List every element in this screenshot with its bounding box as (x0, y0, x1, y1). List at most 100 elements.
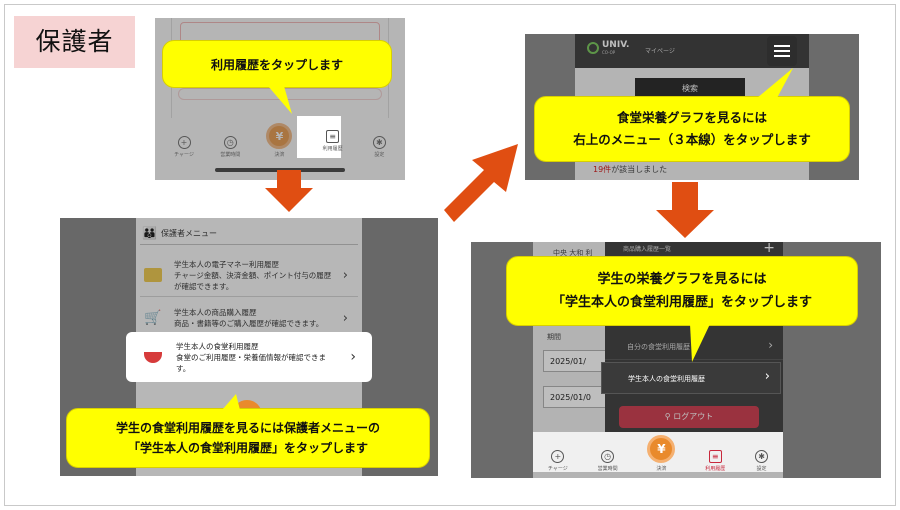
logout-label: ログアウト (673, 412, 714, 421)
arrow-diagonal (444, 144, 518, 222)
menu-item-student-dining[interactable]: 学生本人の食堂利用履歴 › (601, 362, 781, 394)
slide-menu-header: 商品購入履歴一覧 (623, 244, 671, 253)
tab-charge[interactable]: + チャージ (548, 450, 568, 472)
chevron-right-icon: › (350, 349, 356, 365)
menu-item-purchase[interactable]: 🛒 学生本人の商品購入履歴商品・書籍等のご購入履歴が確認できます。 › (144, 300, 362, 336)
result-line: 19件が該当しました (593, 164, 667, 175)
mypage-link[interactable]: マイページ (645, 48, 675, 55)
step2-callout-tail (222, 394, 240, 410)
tab-pay-label: 決済 (656, 466, 667, 472)
univ-coop-logo: UNIV. CO-OP (587, 40, 629, 55)
tab-hours[interactable]: ◷ 営業時間 (220, 136, 240, 158)
family-icon: 👪 (142, 226, 157, 240)
menu-divider (140, 244, 358, 245)
tab-settings[interactable]: ✱ 設定 (755, 450, 769, 472)
menu-divider-2 (140, 296, 358, 297)
plus-circle-icon: + (177, 136, 191, 149)
step2-menu-header: 👪 保護者メニュー (142, 226, 217, 240)
arrow-down-1 (265, 170, 313, 212)
gear-icon: ✱ (755, 450, 769, 463)
tab-hours-label: 営業時間 (220, 152, 241, 158)
tab-history-label: 利用履歴 (705, 466, 726, 472)
tab-history[interactable]: ≡ 利用履歴 (318, 124, 347, 158)
tab-settings-label: 設定 (374, 152, 385, 158)
menu-title: 保護者メニュー (160, 228, 217, 238)
brand-name: UNIV. (602, 40, 630, 50)
plus-circle-icon: + (551, 450, 565, 463)
bowl-icon (144, 351, 162, 363)
hamburger-icon-mid (774, 50, 790, 52)
role-label: 保護者 (14, 16, 135, 68)
menu-item-student-dining-label: 学生本人の食堂利用履歴 (628, 375, 705, 383)
side-text-1: 中央 (553, 249, 567, 257)
side-text-3: 利 (585, 249, 593, 257)
menu-item-purchase-title: 学生本人の商品購入履歴 (174, 308, 257, 317)
side-text-2: 大和 (569, 249, 584, 257)
period-label: 期間 (547, 333, 561, 341)
step3-callout-tail (757, 68, 793, 98)
step1-callout-tail (268, 86, 292, 114)
step4-callout: 学生の栄養グラフを見るには 「学生本人の食堂利用履歴」をタップします (506, 256, 858, 326)
user-icon: ⚲ (664, 412, 674, 421)
tab-hours-label: 営業時間 (597, 466, 618, 472)
menu-item-emoney-title: 学生本人の電子マネー利用履歴 (174, 259, 279, 269)
tab-settings[interactable]: ✱設定 (372, 136, 386, 158)
hamburger-icon-bot (774, 55, 790, 57)
yen-icon: ¥ (647, 435, 676, 463)
menu-item-own-dining-label: 自分の食堂利用履歴 (627, 343, 690, 351)
result-text: が該当しました (611, 165, 668, 174)
menu-item-own-dining[interactable]: 自分の食堂利用履歴 › (605, 334, 783, 360)
chevron-right-icon: › (342, 267, 348, 283)
step4-side-text: 中央 大和 利 (553, 248, 592, 258)
tab-pay[interactable]: ¥ 決済 (647, 435, 676, 472)
chevron-right-icon: › (764, 369, 770, 384)
menu-item-dining-desc: 食堂のご利用履歴・栄養価情報が確認できます。 (176, 352, 326, 373)
card-icon (144, 268, 162, 282)
menu-item-purchase-desc: 商品・書籍等のご購入履歴が確認できます。 (174, 319, 324, 328)
chevron-right-icon: › (342, 310, 348, 326)
plus-icon[interactable]: + (763, 242, 775, 256)
tab-hours[interactable]: ◷ 営業時間 (598, 450, 618, 472)
tab-pay[interactable]: ¥ 決済 (266, 123, 293, 158)
cart-icon: 🛒 (144, 310, 162, 326)
step4-callout-line1: 学生の栄養グラフを見るには (597, 272, 767, 287)
menu-item-emoney[interactable]: 学生本人の電子マネー利用履歴チャージ金額、決済金額、ポイント付与の履歴が確認でき… (144, 252, 362, 298)
tab-charge[interactable]: + チャージ (174, 136, 194, 158)
search-button-label: 検索 (682, 84, 698, 93)
step2-callout-line1: 学生の食堂利用履歴を見るには保護者メニューの (115, 421, 380, 435)
step4-callout-line2: 「学生本人の食堂利用履歴」をタップします (551, 295, 812, 310)
brand-sub: CO-OP (602, 50, 616, 55)
menu-item-dining-highlight[interactable]: 学生本人の食堂利用履歴食堂のご利用履歴・栄養価情報が確認できます。 › (126, 332, 372, 382)
step3-callout-line2: 右上のメニュー（３本線）をタップします (573, 132, 811, 147)
chevron-right-icon: › (768, 338, 773, 352)
search-button[interactable]: 検索 (635, 78, 745, 100)
logo-mark-icon (587, 41, 599, 54)
tab-settings-label: 設定 (756, 466, 767, 472)
tab-charge-label: チャージ (547, 466, 568, 472)
date-field-1-value: 2025/01/ (550, 357, 586, 366)
date-field-2-value: 2025/01/0 (550, 393, 592, 402)
hamburger-menu-button[interactable] (767, 36, 797, 66)
arrow-down-2 (656, 182, 714, 238)
clock-icon: ◷ (223, 136, 237, 149)
logout-button[interactable]: ⚲ ログアウト (619, 406, 759, 428)
step1-callout-text: 利用履歴をタップします (210, 57, 343, 72)
slide-frame (4, 4, 896, 506)
tab-history-label: 利用履歴 (322, 146, 343, 152)
step2-callout-line2: 「学生本人の食堂利用履歴」をタップします (127, 441, 368, 455)
yen-icon: ¥ (266, 123, 293, 149)
tab-pay-label: 決済 (274, 152, 285, 158)
clock-icon: ◷ (601, 450, 615, 463)
menu-item-emoney-desc: チャージ金額、決済金額、ポイント付与の履歴が確認できます。 (174, 270, 332, 291)
tab-charge-label: チャージ (174, 152, 194, 158)
step3-callout-line1: 食堂栄養グラフを見るには (616, 110, 767, 125)
receipt-icon: ≡ (708, 450, 722, 463)
step4-callout-tail (690, 324, 710, 362)
tab-history[interactable]: ≡ 利用履歴 (705, 450, 725, 472)
step1-dim-bottom (297, 158, 341, 180)
step3-callout: 食堂栄養グラフを見るには 右上のメニュー（３本線）をタップします (534, 96, 850, 162)
step1-tabbar: + チャージ ◷ 営業時間 ¥ 決済 ≡ 利用履歴 ✱設定 (161, 118, 399, 158)
step2-callout: 学生の食堂利用履歴を見るには保護者メニューの 「学生本人の食堂利用履歴」をタップ… (66, 408, 430, 468)
receipt-icon: ≡ (326, 130, 340, 143)
panel-header: 商品購入履歴一覧 (623, 246, 672, 253)
